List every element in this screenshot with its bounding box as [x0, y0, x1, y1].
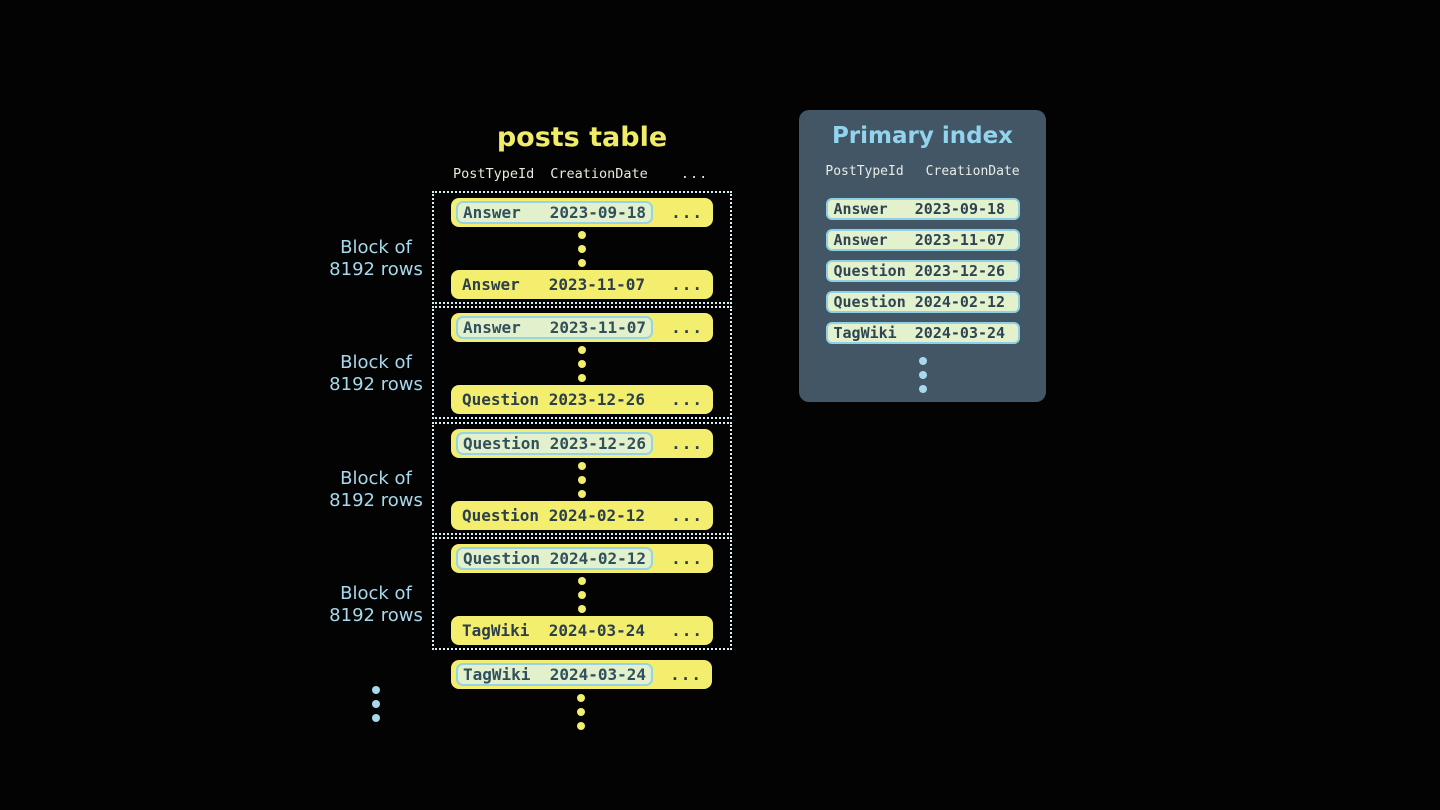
hidden-rows-dots: [578, 576, 586, 613]
dot: [372, 700, 380, 708]
primary-index-title: Primary index: [831, 123, 1014, 149]
row-more-columns-ellipsis: ...: [671, 434, 703, 453]
dot: [578, 590, 586, 599]
row-more-columns-ellipsis: ...: [671, 621, 703, 640]
hidden-rows-dots: [578, 230, 586, 267]
index-header-posttypeid: PostTypeId: [825, 164, 904, 179]
dot: [578, 604, 586, 613]
row-more-columns-ellipsis: ...: [671, 275, 703, 294]
dot: [578, 359, 586, 368]
more-rows-dots: [577, 694, 585, 730]
dot: [577, 694, 585, 702]
posts-table-column-headers: PostTypeId CreationDate ...: [453, 166, 708, 182]
dot: [918, 385, 927, 393]
posts-table-title: posts table: [496, 122, 668, 153]
dot: [578, 489, 586, 498]
primary-index-panel: Primary index PostTypeId CreationDate An…: [799, 110, 1046, 402]
more-index-entries-dots: [799, 357, 1046, 393]
dot: [578, 258, 586, 267]
header-creationdate: CreationDate: [550, 166, 648, 182]
more-blocks-dots: [372, 686, 380, 722]
dot: [578, 373, 586, 382]
dot: [578, 345, 586, 354]
dot: [918, 357, 927, 365]
dot: [578, 461, 586, 470]
hidden-rows-dots: [578, 461, 586, 498]
row-more-columns-ellipsis: ...: [671, 203, 703, 222]
header-posttypeid: PostTypeId: [453, 166, 535, 182]
dot: [578, 475, 586, 484]
row-more-columns-ellipsis: ...: [671, 318, 703, 337]
primary-index-column-headers: PostTypeId CreationDate: [799, 164, 1046, 179]
row-more-columns-ellipsis: ...: [671, 506, 703, 525]
header-more-columns-ellipsis: ...: [680, 166, 709, 182]
dot: [372, 686, 380, 694]
row-more-columns-ellipsis: ...: [670, 665, 702, 684]
dot: [577, 708, 585, 716]
block-label-3: Block of 8192 rows: [329, 468, 423, 511]
dot: [577, 722, 585, 730]
block-label-4: Block of 8192 rows: [329, 583, 423, 626]
block-label-1: Block of 8192 rows: [329, 237, 423, 280]
row-more-columns-ellipsis: ...: [671, 390, 703, 409]
dot: [578, 244, 586, 253]
row-more-columns-ellipsis: ...: [671, 549, 703, 568]
dot: [578, 230, 586, 239]
block-label-2: Block of 8192 rows: [329, 352, 423, 395]
index-header-creationdate: CreationDate: [925, 164, 1020, 179]
dot: [918, 371, 927, 379]
hidden-rows-dots: [578, 345, 586, 382]
dot: [372, 714, 380, 722]
dot: [578, 576, 586, 585]
